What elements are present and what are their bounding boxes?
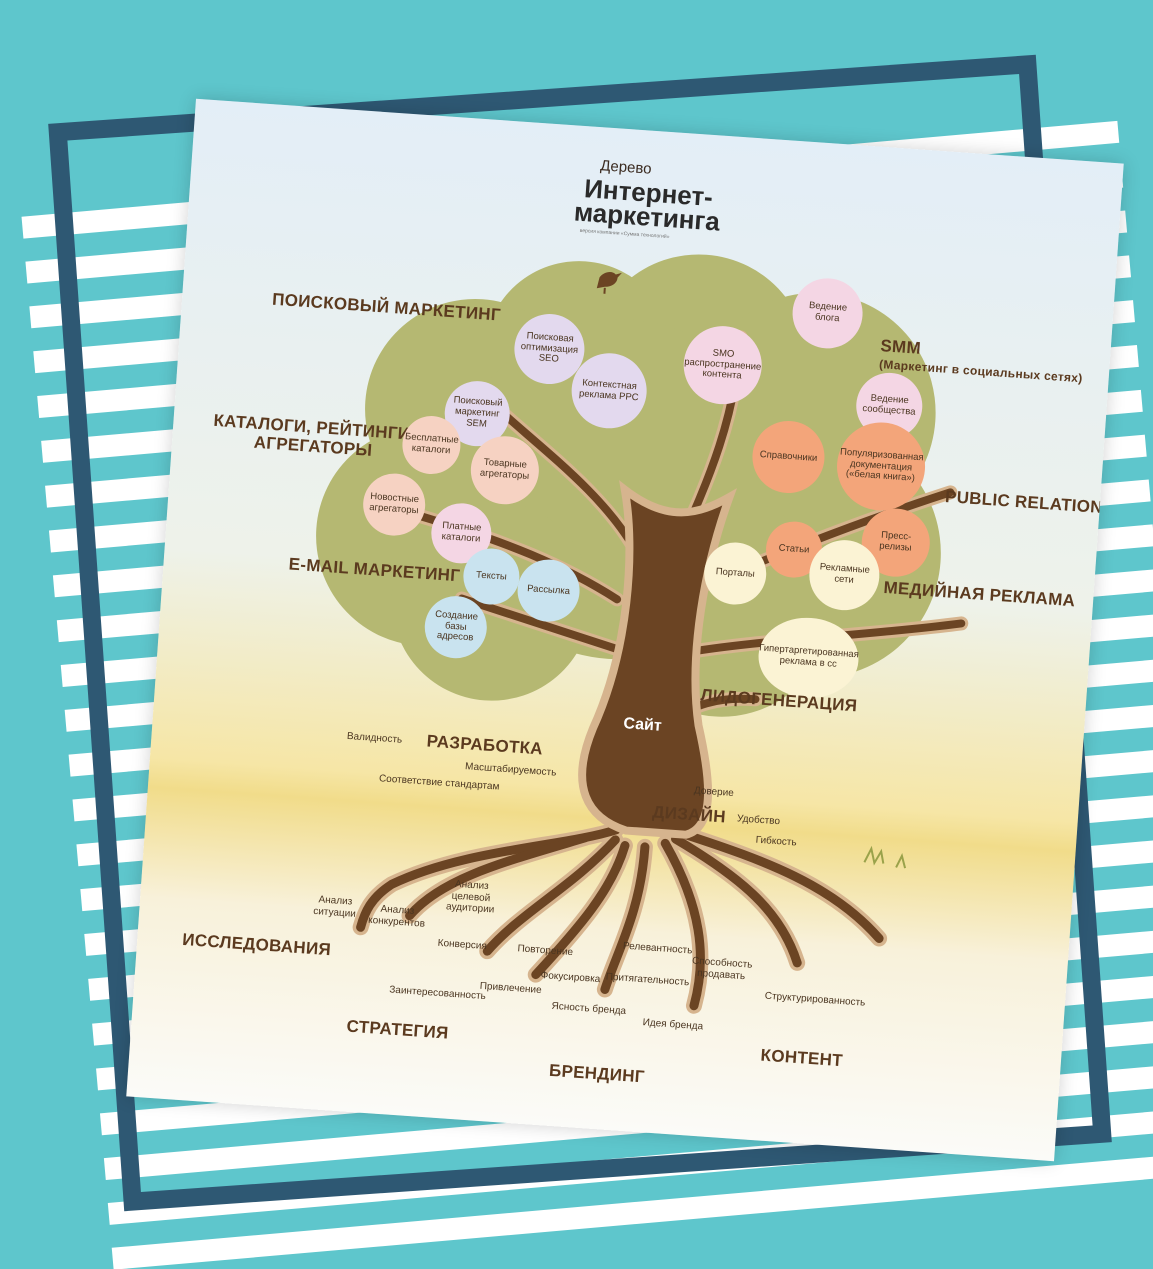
infographic-poster: Дерево Интернет- маркетинга версия компа… xyxy=(126,98,1124,1162)
tree-roots xyxy=(352,821,888,1014)
bird-icon xyxy=(596,272,622,294)
content-item: Способность продавать xyxy=(691,955,753,982)
research-item: Анализ целевой аудитории xyxy=(445,878,495,916)
page-title: Интернет- маркетинга xyxy=(573,173,722,236)
grass xyxy=(863,845,907,869)
trunk-label: Сайт xyxy=(622,715,663,735)
research-item: Анализ ситуации xyxy=(312,894,357,920)
tree-trunk xyxy=(578,480,738,839)
research-item: Анализ конкурентов xyxy=(367,903,426,930)
tree-illustration xyxy=(316,254,969,1014)
